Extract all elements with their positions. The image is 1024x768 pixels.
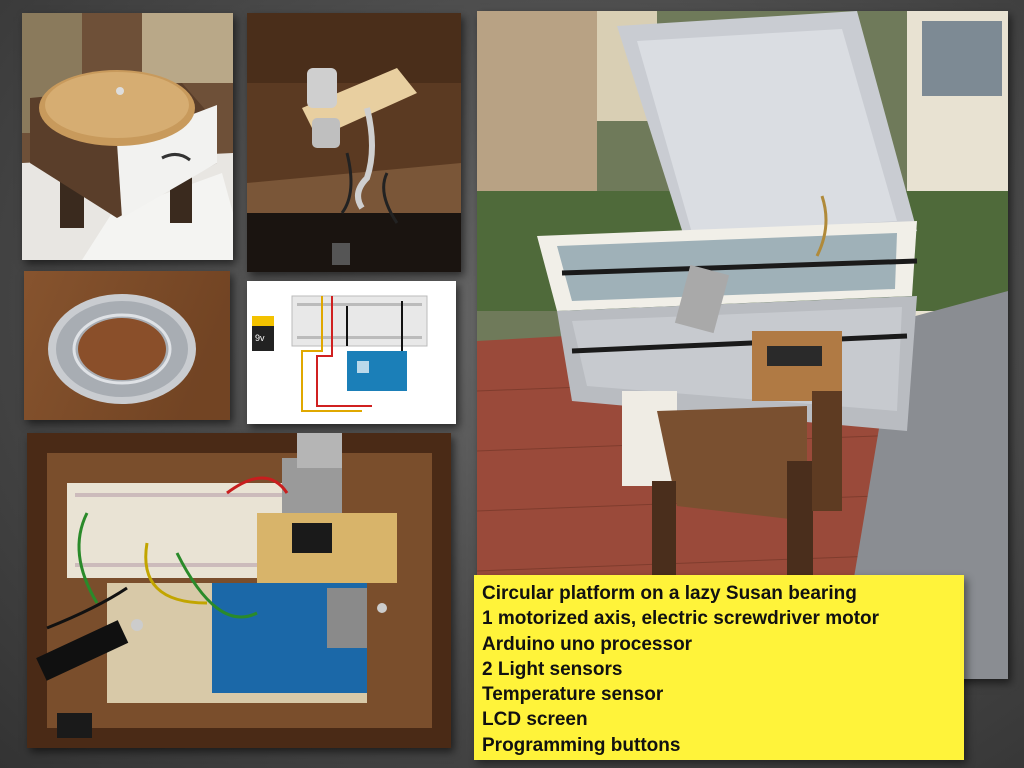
breadboard-schematic: 9v (247, 281, 456, 424)
caption-line-light-sensors: 2 Light sensors (482, 658, 623, 680)
lazy-susan-bearing-photo (24, 271, 230, 420)
caption-line-buttons: Programming buttons (482, 734, 681, 756)
screwdriver-motor-photo (247, 13, 461, 272)
battery-label: 9v (255, 333, 265, 343)
feature-caption: Circular platform on a lazy Susan bearin… (474, 575, 964, 760)
electronics-board-photo (27, 433, 451, 748)
solar-oven-photo (477, 11, 1008, 679)
caption-line-platform: Circular platform on a lazy Susan bearin… (482, 583, 857, 604)
caption-line-motor: 1 motorized axis, electric screwdriver m… (482, 608, 880, 630)
caption-line-temperature-sensor: Temperature sensor (482, 684, 664, 706)
caption-line-lcd: LCD screen (482, 709, 588, 731)
turntable-drawer-photo (22, 13, 233, 260)
caption-line-processor: Arduino uno processor (482, 633, 693, 655)
